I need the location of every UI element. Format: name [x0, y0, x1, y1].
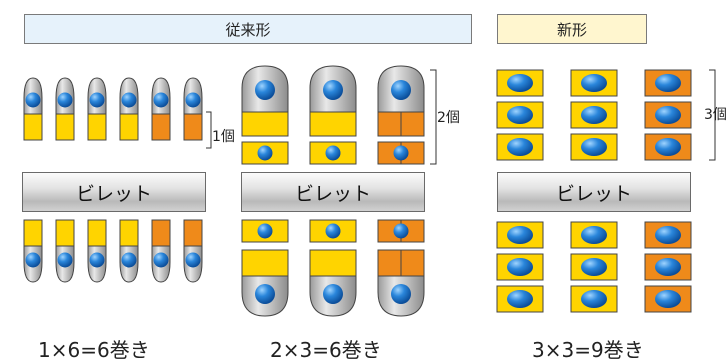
coil-top-1 [23, 77, 43, 141]
coil-bottom-2 [55, 219, 75, 283]
header-new: 新形 [497, 14, 647, 44]
billet-2: ビレット [241, 172, 425, 212]
bracket-three [709, 69, 716, 161]
coil2-bottom-3 [377, 219, 425, 317]
caption-2x3: 2×3=6巻き [270, 338, 382, 362]
coil-top-5 [151, 77, 171, 141]
coil-bottom-1 [23, 219, 43, 283]
group-3x3 [496, 69, 716, 313]
coil2-top-3 [377, 65, 425, 165]
bracket-label-two: 2個 [437, 110, 460, 126]
coil2-top-2 [309, 65, 357, 165]
bracket-one [206, 111, 212, 149]
coil-bottom-3 [87, 219, 107, 283]
group-2x3 [241, 65, 437, 317]
coil-bottom-6 [183, 219, 203, 283]
billet-3: ビレット [497, 172, 691, 212]
coil-top-3 [87, 77, 107, 141]
bracket-label-one: 1個 [212, 129, 235, 145]
coil2-top-1 [241, 65, 289, 165]
coil-top-2 [55, 77, 75, 141]
header-conventional: 従来形 [24, 14, 472, 44]
new-top-blocks [496, 69, 692, 161]
coil-bottom-4 [119, 219, 139, 283]
billet-1: ビレット [22, 172, 206, 212]
bracket-label-three: 3個 [704, 107, 727, 123]
bracket-two [430, 69, 437, 165]
coil2-bottom-2 [309, 219, 357, 317]
caption-1x6: 1×6=6巻き [38, 338, 150, 362]
group-1x6 [23, 77, 212, 283]
new-bottom-blocks [496, 221, 692, 313]
coil-top-6 [183, 77, 203, 141]
coil2-bottom-1 [241, 219, 289, 317]
caption-3x3: 3×3=9巻き [532, 338, 644, 362]
coil-bottom-5 [151, 219, 171, 283]
coil-top-4 [119, 77, 139, 141]
